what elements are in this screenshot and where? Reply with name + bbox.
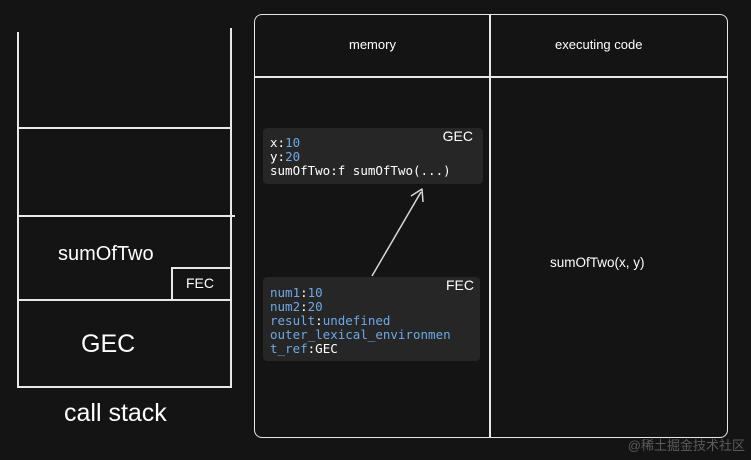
stack-left-wall [17,32,19,388]
gec-row-x: x:10 [270,135,301,150]
fec-row-result: result:undefined [270,313,391,328]
gec-row-key: x [270,135,278,150]
gec-row-key: sumOfTwo [270,163,331,178]
stack-divider-top [17,127,232,129]
stack-frame-gec-label: GEC [81,330,136,358]
stack-right-wall [230,28,232,388]
fec-row-num1: num1:10 [270,285,323,300]
stack-divider-lower [17,299,232,301]
arrow-head-icon [410,188,424,203]
fec-row-num2: num2:20 [270,299,323,314]
fec-card-rows: num1:10 num2:20 result:undefined outer_l… [270,286,451,356]
fec-card-tag: FEC [446,277,474,293]
gec-row-sumoftwo: sumOfTwo:f sumOfTwo(...) [270,163,451,178]
watermark: @稀土掘金技术社区 [627,438,745,453]
executing-code-call: sumOfTwo(x, y) [550,255,645,270]
gec-row-value: f sumOfTwo(...) [337,163,451,178]
panel-header-divider [254,76,728,78]
fec-outer-ref-key-part1: outer_lexical_environmen [270,327,451,342]
fec-outer-ref-key-part2: t_ref [270,341,308,356]
stack-frame-sumoftwo-label: sumOfTwo [58,243,154,265]
executing-code-header: executing code [555,37,643,52]
gec-row-key: y [270,149,278,164]
fec-tag-box-top [171,267,231,269]
fec-row-outer-line2: t_ref:GEC [270,341,338,356]
stack-divider-middle [17,215,235,217]
fec-row-key: num2 [270,299,301,314]
fec-row-key: result [270,313,316,328]
arrow-shaft [371,191,422,277]
gec-card-rows: x:10 y:20 sumOfTwo:f sumOfTwo(...) [270,136,451,178]
fec-row-value: undefined [322,313,391,328]
fec-row-value: 20 [307,299,323,314]
gec-row-value: 20 [285,149,301,164]
fec-row-outer-line1: outer_lexical_environmen [270,328,451,342]
fec-row-value: 10 [307,285,323,300]
gec-row-y: y:20 [270,149,301,164]
gec-memory-card: GEC x:10 y:20 sumOfTwo:f sumOfTwo(...) [263,128,483,184]
stack-frame-fec-tag: FEC [186,275,214,291]
panel-column-divider [489,14,491,438]
gec-row-value: 10 [285,135,301,150]
gec-card-tag: GEC [442,128,473,144]
fec-tag-box-left [171,267,173,300]
call-stack-caption: call stack [64,399,167,427]
fec-outer-ref-value: GEC [315,341,338,356]
memory-header: memory [349,37,396,52]
fec-row-key: num1 [270,285,301,300]
memory-execution-panel [254,14,728,438]
fec-memory-card: FEC num1:10 num2:20 result:undefined out… [263,277,480,361]
stack-bottom [17,386,232,388]
